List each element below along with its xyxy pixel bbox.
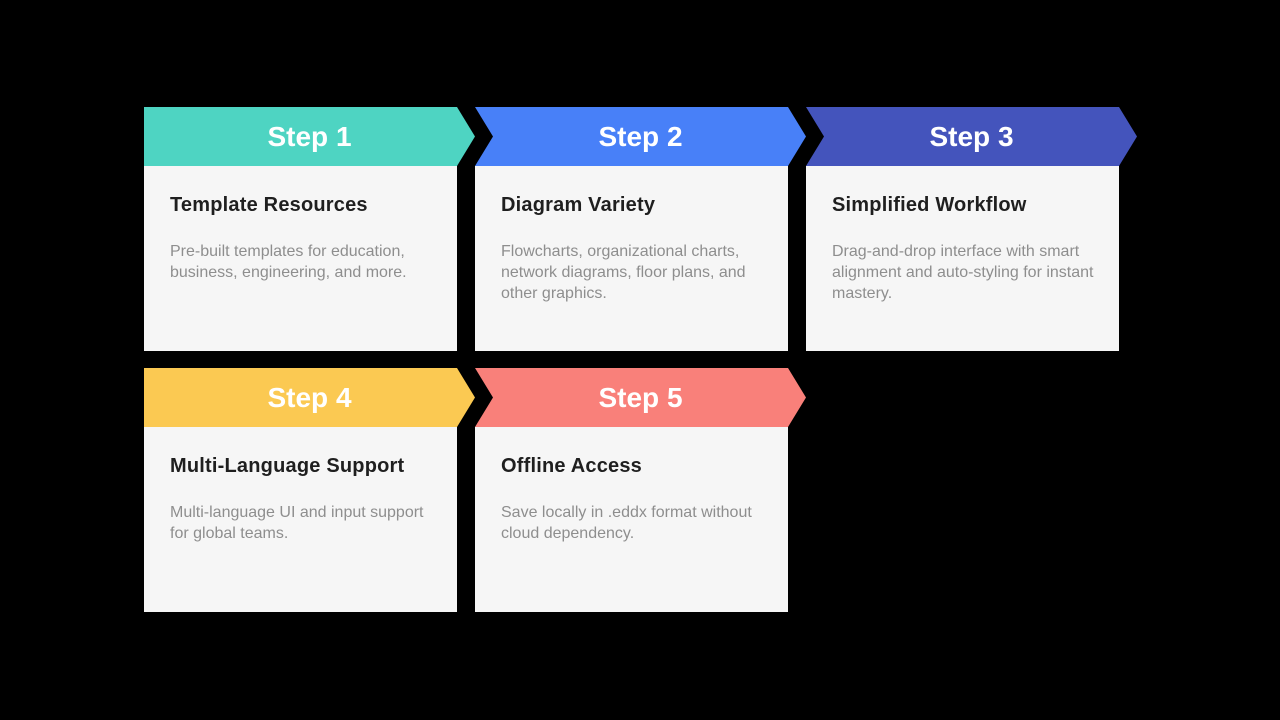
step-5-card: Offline Access Save locally in .eddx for… [475, 427, 788, 612]
step-block-3: Step 3 Simplified Workflow Drag-and-drop… [806, 107, 1137, 351]
step-4-label: Step 4 [267, 382, 352, 413]
step-3-title: Simplified Workflow [832, 194, 1027, 216]
step-2-card: Diagram Variety Flowcharts, organization… [475, 166, 788, 351]
step-4-title: Multi-Language Support [170, 455, 405, 477]
step-2-title: Diagram Variety [501, 194, 656, 216]
step-3-label: Step 3 [929, 121, 1014, 152]
step-1-card: Template Resources Pre-built templates f… [144, 166, 457, 351]
step-1-label: Step 1 [267, 121, 352, 152]
step-4-description: Multi-language UI and input support for … [170, 504, 424, 542]
step-5-title: Offline Access [501, 455, 643, 477]
step-block-1: Step 1 Template Resources Pre-built temp… [144, 107, 475, 351]
step-3-banner: Step 3 [806, 107, 1137, 166]
step-2-label: Step 2 [598, 121, 683, 152]
step-3-card: Simplified Workflow Drag-and-drop interf… [806, 166, 1119, 351]
step-4-card: Multi-Language Support Multi-language UI… [144, 427, 457, 612]
step-block-4: Step 4 Multi-Language Support Multi-lang… [144, 368, 475, 612]
step-1-banner: Step 1 [144, 107, 475, 166]
step-1-title: Template Resources [170, 194, 368, 216]
step-5-label: Step 5 [598, 382, 683, 413]
step-4-banner: Step 4 [144, 368, 475, 427]
step-block-5: Step 5 Offline Access Save locally in .e… [475, 368, 806, 612]
step-3-description: Drag-and-drop interface with smart align… [832, 243, 1094, 302]
step-2-description: Flowcharts, organizational charts, netwo… [501, 243, 746, 302]
step-5-banner: Step 5 [475, 368, 806, 427]
step-block-2: Step 2 Diagram Variety Flowcharts, organ… [475, 107, 806, 351]
step-2-banner: Step 2 [475, 107, 806, 166]
step-5-description: Save locally in .eddx format without clo… [501, 504, 752, 542]
step-1-description: Pre-built templates for education, busin… [170, 243, 407, 281]
